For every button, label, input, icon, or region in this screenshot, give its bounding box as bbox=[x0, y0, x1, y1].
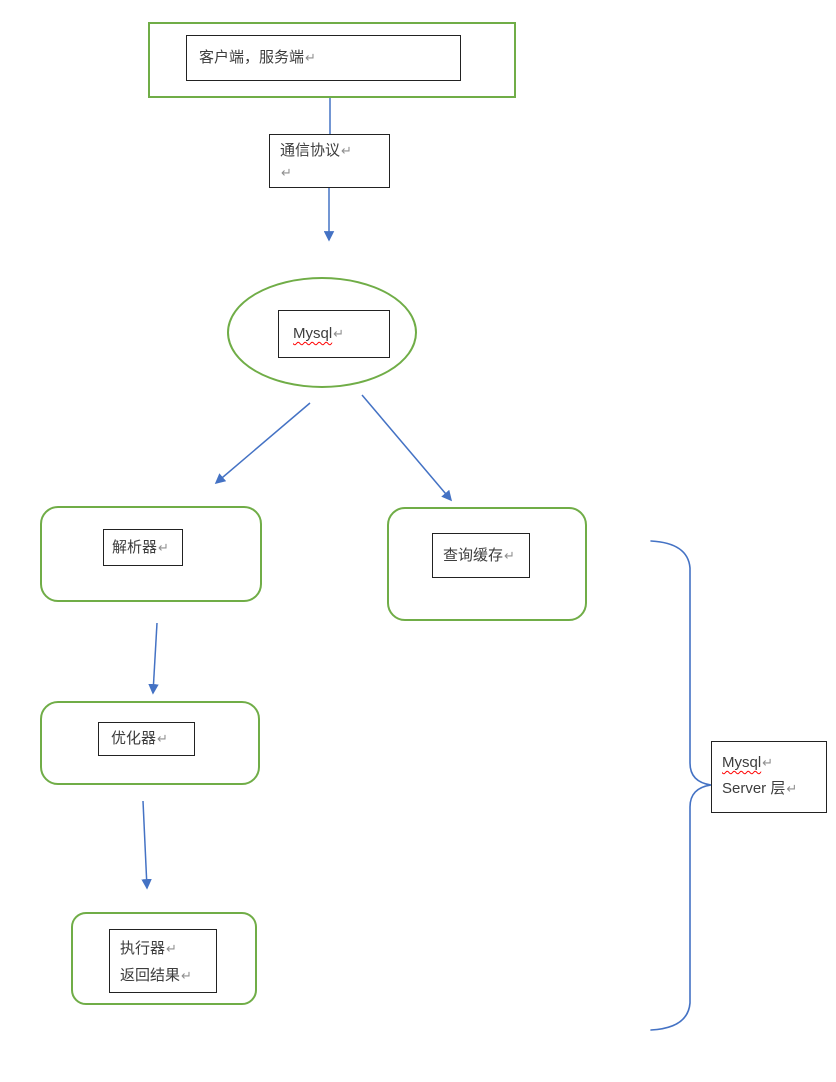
connector-arrow-mysql-to-parser[interactable] bbox=[214, 402, 311, 485]
client-server-shape[interactable] bbox=[148, 22, 516, 98]
paragraph-mark-icon: ↵ bbox=[333, 326, 345, 341]
optimizer-label: 优化器 bbox=[111, 730, 157, 747]
mysql-ellipse-shape[interactable] bbox=[227, 277, 417, 388]
connector-arrow-mysql-to-query-cache[interactable] bbox=[361, 394, 453, 502]
query-cache-label: 查询缓存 bbox=[443, 546, 504, 564]
parser-textbox[interactable]: 解析器↵ bbox=[103, 529, 183, 566]
executor-label-line2: 返回结果 bbox=[120, 967, 181, 984]
protocol-label: 通信协议 bbox=[280, 142, 341, 159]
mysql-textbox[interactable]: Mysql↵ bbox=[278, 310, 390, 358]
mysql-label: Mysql bbox=[293, 325, 333, 342]
optimizer-shape[interactable] bbox=[40, 701, 260, 785]
paragraph-mark-icon: ↵ bbox=[166, 941, 177, 956]
paragraph-mark-icon: ↵ bbox=[762, 755, 774, 770]
paragraph-mark-icon: ↵ bbox=[786, 781, 798, 796]
parser-label: 解析器 bbox=[112, 538, 158, 556]
paragraph-mark-icon: ↵ bbox=[281, 165, 292, 180]
paragraph-mark-icon: ↵ bbox=[341, 143, 352, 158]
paragraph-mark-icon: ↵ bbox=[305, 50, 316, 65]
executor-textbox[interactable]: 执行器↵ 返回结果↵ bbox=[109, 929, 217, 993]
parser-shape[interactable] bbox=[40, 506, 262, 602]
server-layer-label-line2: Server 层 bbox=[722, 780, 786, 797]
paragraph-mark-icon: ↵ bbox=[504, 547, 515, 563]
executor-label-line1: 执行器 bbox=[120, 940, 166, 957]
client-server-label: 客户端，服务端 bbox=[199, 49, 305, 66]
server-layer-label-line1: Mysql bbox=[722, 754, 762, 771]
connector-arrow-parser-to-optimizer[interactable] bbox=[148, 622, 159, 695]
protocol-textbox[interactable]: 通信协议↵ ↵ bbox=[269, 134, 390, 188]
connector-arrow-optimizer-to-executor[interactable] bbox=[141, 800, 152, 890]
query-cache-shape[interactable] bbox=[387, 507, 587, 621]
optimizer-textbox[interactable]: 优化器↵ bbox=[98, 722, 195, 756]
paragraph-mark-icon: ↵ bbox=[181, 968, 192, 983]
server-layer-textbox[interactable]: Mysql↵ Server 层↵ bbox=[711, 741, 827, 813]
query-cache-textbox[interactable]: 查询缓存↵ bbox=[432, 533, 530, 578]
paragraph-mark-icon: ↵ bbox=[158, 539, 169, 555]
executor-shape[interactable] bbox=[71, 912, 257, 1005]
right-brace-shape[interactable] bbox=[650, 540, 712, 1031]
paragraph-mark-icon: ↵ bbox=[157, 731, 168, 746]
client-server-textbox[interactable]: 客户端，服务端↵ bbox=[186, 35, 461, 81]
